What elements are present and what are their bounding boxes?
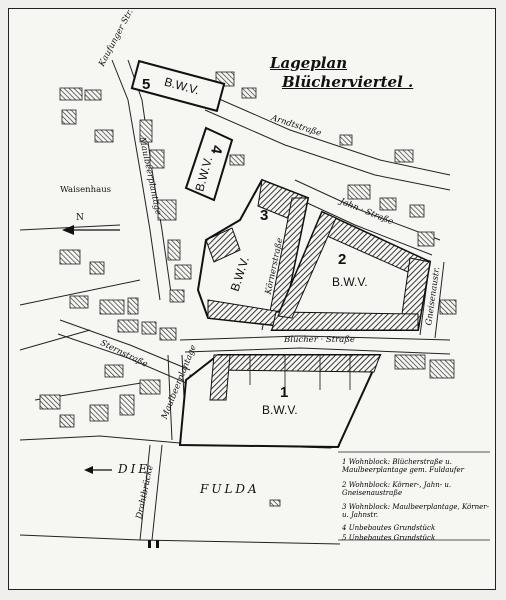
block-5-number: 5 xyxy=(142,76,151,93)
block-1-number: 1 xyxy=(280,384,289,401)
place-waisenhaus: Waisenhaus xyxy=(60,185,112,195)
map-title-line-1: Lageplan xyxy=(270,54,348,72)
north-arrow xyxy=(62,225,120,235)
river-flow-arrow xyxy=(84,466,112,474)
river-name-right: FULDA xyxy=(200,482,260,496)
street-bluecher: Blücher · Straße xyxy=(284,335,355,345)
block-1-plot xyxy=(178,354,382,449)
legend-lines xyxy=(338,451,490,541)
river-name-left: DIE xyxy=(118,462,151,476)
legend-item-5: 5 Unbebautes Grundstück xyxy=(342,534,436,542)
north-label: N xyxy=(76,213,84,223)
map-title-line-2: Blücherviertel . xyxy=(282,73,414,91)
surrounding-buildings xyxy=(39,71,457,507)
block-2-label: B.W.V. xyxy=(332,275,368,289)
block-2-number: 2 xyxy=(338,251,347,268)
block-5-plot xyxy=(130,59,226,113)
block-2-plot xyxy=(270,210,432,331)
block-3-plot xyxy=(196,178,310,328)
legend-item-1: 1 Wohnblock: Blücherstraße u. Maulbeerpl… xyxy=(342,458,464,475)
block-3-number: 3 xyxy=(260,207,269,224)
bridge-piers xyxy=(148,540,159,548)
legend-item-4: 4 Unbebautes Grundstück xyxy=(342,524,436,532)
block-4-plot xyxy=(184,126,234,202)
legend-item-2: 2 Wohnblock: Körner-, Jahn- u. Gneisenau… xyxy=(342,481,452,498)
block-1-label: B.W.V. xyxy=(262,403,298,417)
legend-item-3: 3 Wohnblock: Maulbeerplantage, Körner- u… xyxy=(342,503,489,520)
